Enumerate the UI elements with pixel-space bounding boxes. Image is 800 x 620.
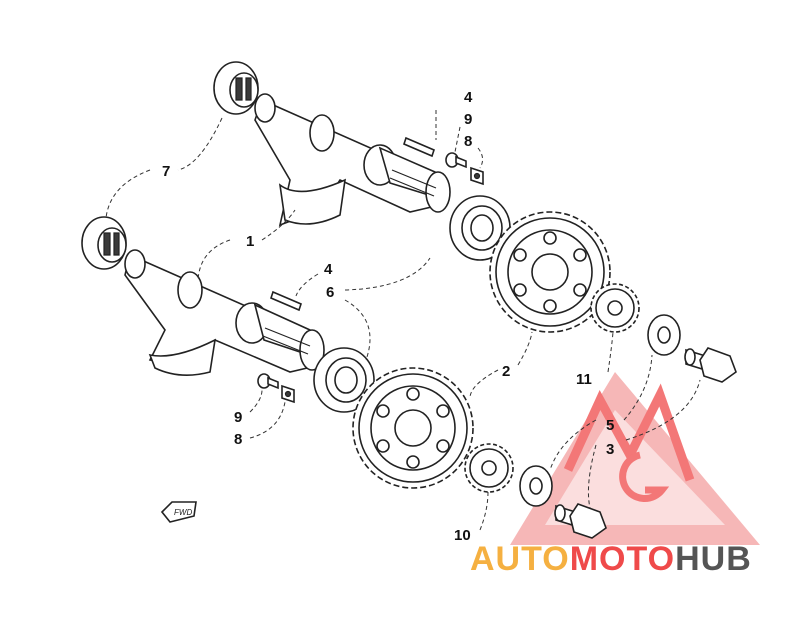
lower-bolt-3 xyxy=(554,503,607,539)
callout-10: 10 xyxy=(454,527,471,544)
upper-bolt-9 xyxy=(445,152,467,169)
callout-3: 3 xyxy=(606,441,614,458)
watermark-logo xyxy=(510,372,760,545)
lower-washer-5 xyxy=(519,465,553,507)
front-marker-text: FWD xyxy=(174,508,192,517)
callout-4-lower: 4 xyxy=(324,261,333,278)
front-direction-marker: FWD xyxy=(160,501,197,523)
callout-labels: 7 1 4 9 8 4 6 2 11 5 3 9 8 10 xyxy=(162,89,614,544)
lower-balancer-shaft-1 xyxy=(124,249,325,376)
callout-2: 2 xyxy=(502,363,510,380)
upper-drive-gear-2 xyxy=(489,211,611,333)
upper-small-gear-11 xyxy=(590,283,640,333)
upper-bearing-6 xyxy=(449,195,511,261)
callout-8-upper: 8 xyxy=(464,133,472,150)
svg-text:AUTOMOTOHUB: AUTOMOTOHUB xyxy=(470,540,752,578)
upper-balancer-shaft-1 xyxy=(254,93,451,227)
lower-bearing-7 xyxy=(81,216,127,270)
callout-11: 11 xyxy=(576,371,592,388)
watermark-auto: AUTO xyxy=(470,540,570,578)
lower-key-4 xyxy=(270,290,302,312)
callout-4-upper: 4 xyxy=(464,89,473,106)
upper-washer-5 xyxy=(647,314,681,356)
lower-washer-8 xyxy=(281,384,295,404)
callout-7: 7 xyxy=(162,163,170,180)
upper-bearing-7 xyxy=(213,61,259,115)
lower-bolt-9 xyxy=(257,373,279,390)
callout-9-lower: 9 xyxy=(234,409,242,426)
callout-1: 1 xyxy=(246,233,254,250)
upper-washer-8 xyxy=(470,166,484,186)
callout-8-lower: 8 xyxy=(234,431,242,448)
callout-5: 5 xyxy=(606,417,614,434)
callout-9-upper: 9 xyxy=(464,111,472,128)
upper-key-4 xyxy=(403,136,435,158)
lower-drive-gear-2 xyxy=(352,367,474,489)
upper-bolt-3 xyxy=(684,347,737,383)
watermark-wordmark: AUTOMOTOHUB xyxy=(470,540,752,578)
lower-small-gear-10 xyxy=(464,443,514,493)
callout-6: 6 xyxy=(326,284,334,301)
leader-lines xyxy=(105,110,701,531)
watermark-moto: MOTO xyxy=(570,540,675,578)
watermark-hub: HUB xyxy=(675,540,752,578)
lower-bearing-6 xyxy=(313,347,375,413)
